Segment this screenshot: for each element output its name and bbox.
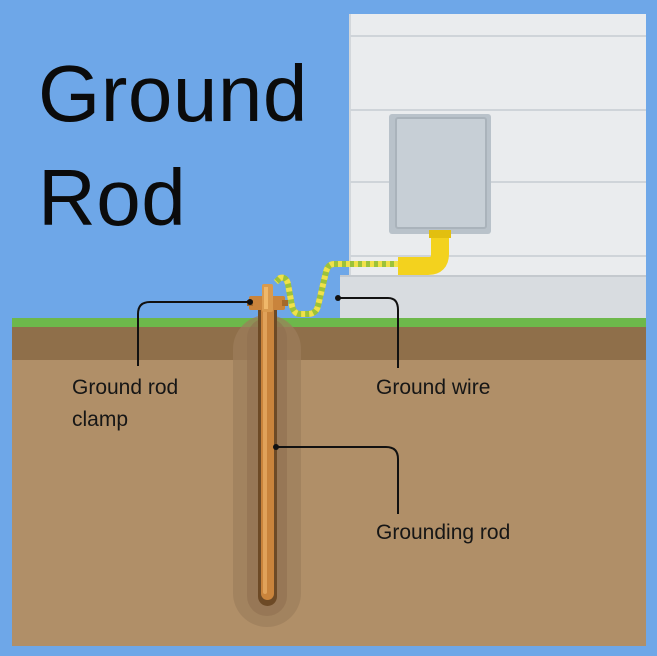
leader-rod — [276, 446, 399, 514]
title-line-2: Rod — [38, 153, 187, 242]
label-grounding-rod: Grounding rod — [376, 521, 511, 544]
electrical-meter-box — [389, 114, 491, 234]
house-wall — [340, 14, 646, 322]
title-line-1: Ground — [38, 49, 308, 138]
grounding-rod — [258, 300, 277, 606]
ground-wire — [273, 261, 398, 317]
ground — [12, 318, 646, 646]
leader-lines — [137, 297, 399, 514]
label-ground-wire: Ground wire — [376, 376, 491, 399]
yellow-conduit — [398, 230, 451, 275]
leader-dot-wire — [335, 295, 341, 301]
leader-clamp — [137, 301, 250, 366]
label-ground-rod-clamp-line-2: clamp — [72, 408, 129, 431]
leader-dot-clamp — [247, 299, 253, 305]
leader-dot-rod — [273, 444, 279, 450]
label-ground-rod-clamp-line-1: Ground rod — [72, 376, 179, 399]
leader-wire — [338, 297, 399, 368]
